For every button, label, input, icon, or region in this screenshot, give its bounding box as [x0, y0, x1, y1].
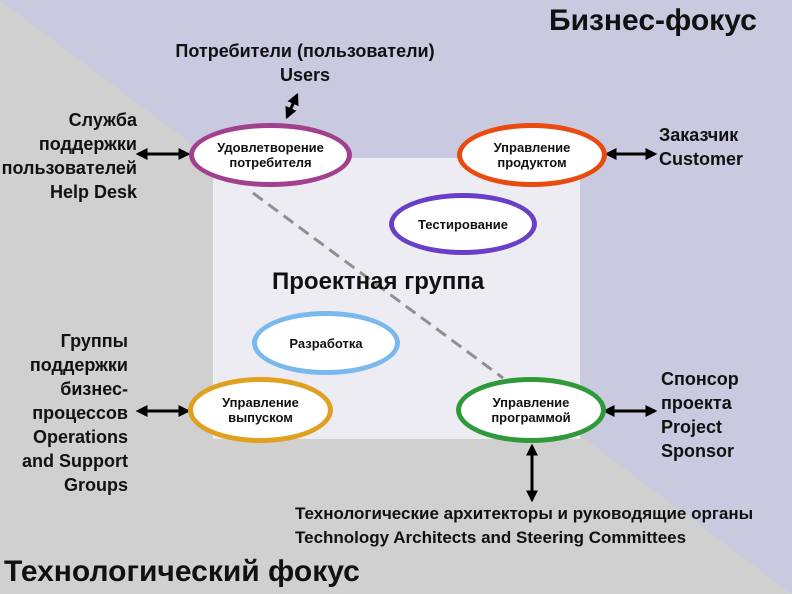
testing-role: Тестирование	[389, 193, 537, 255]
technology-focus-title: Технологический фокус	[4, 555, 360, 588]
release-management-role: Управление выпуском	[188, 377, 333, 443]
sponsor-label: Спонсор проекта Project Sponsor	[661, 369, 739, 461]
project-team-title: Проектная группа	[272, 268, 485, 295]
business-focus-title: Бизнес-фокус	[549, 4, 757, 37]
users-arrow	[285, 92, 299, 120]
users-label: Потребители (пользователи) Users	[175, 41, 435, 85]
customer-satisfaction-label: Удовлетворение потребителя	[217, 140, 324, 170]
testing-label: Тестирование	[418, 216, 508, 232]
program-management-role: Управление программой	[456, 377, 606, 443]
product-management-label: Управление продуктом	[493, 140, 571, 170]
product-management-role: Управление продуктом	[457, 123, 607, 187]
development-role: Разработка	[252, 311, 400, 375]
help-desk-label: Служба поддержки пользователей Help Desk	[1, 110, 137, 202]
architects-label: Технологические архитекторы и руководящи…	[295, 504, 754, 547]
dashed-diagonal-line	[252, 191, 504, 380]
operations-label: Группы поддержки бизнес- процессов Opera…	[22, 331, 128, 495]
customer-satisfaction-role: Удовлетворение потребителя	[189, 123, 352, 187]
release-management-label: Управление выпуском	[222, 395, 299, 425]
development-label: Разработка	[289, 335, 363, 351]
customer-label: Заказчик Customer	[659, 125, 744, 169]
program-management-label: Управление программой	[491, 395, 571, 425]
